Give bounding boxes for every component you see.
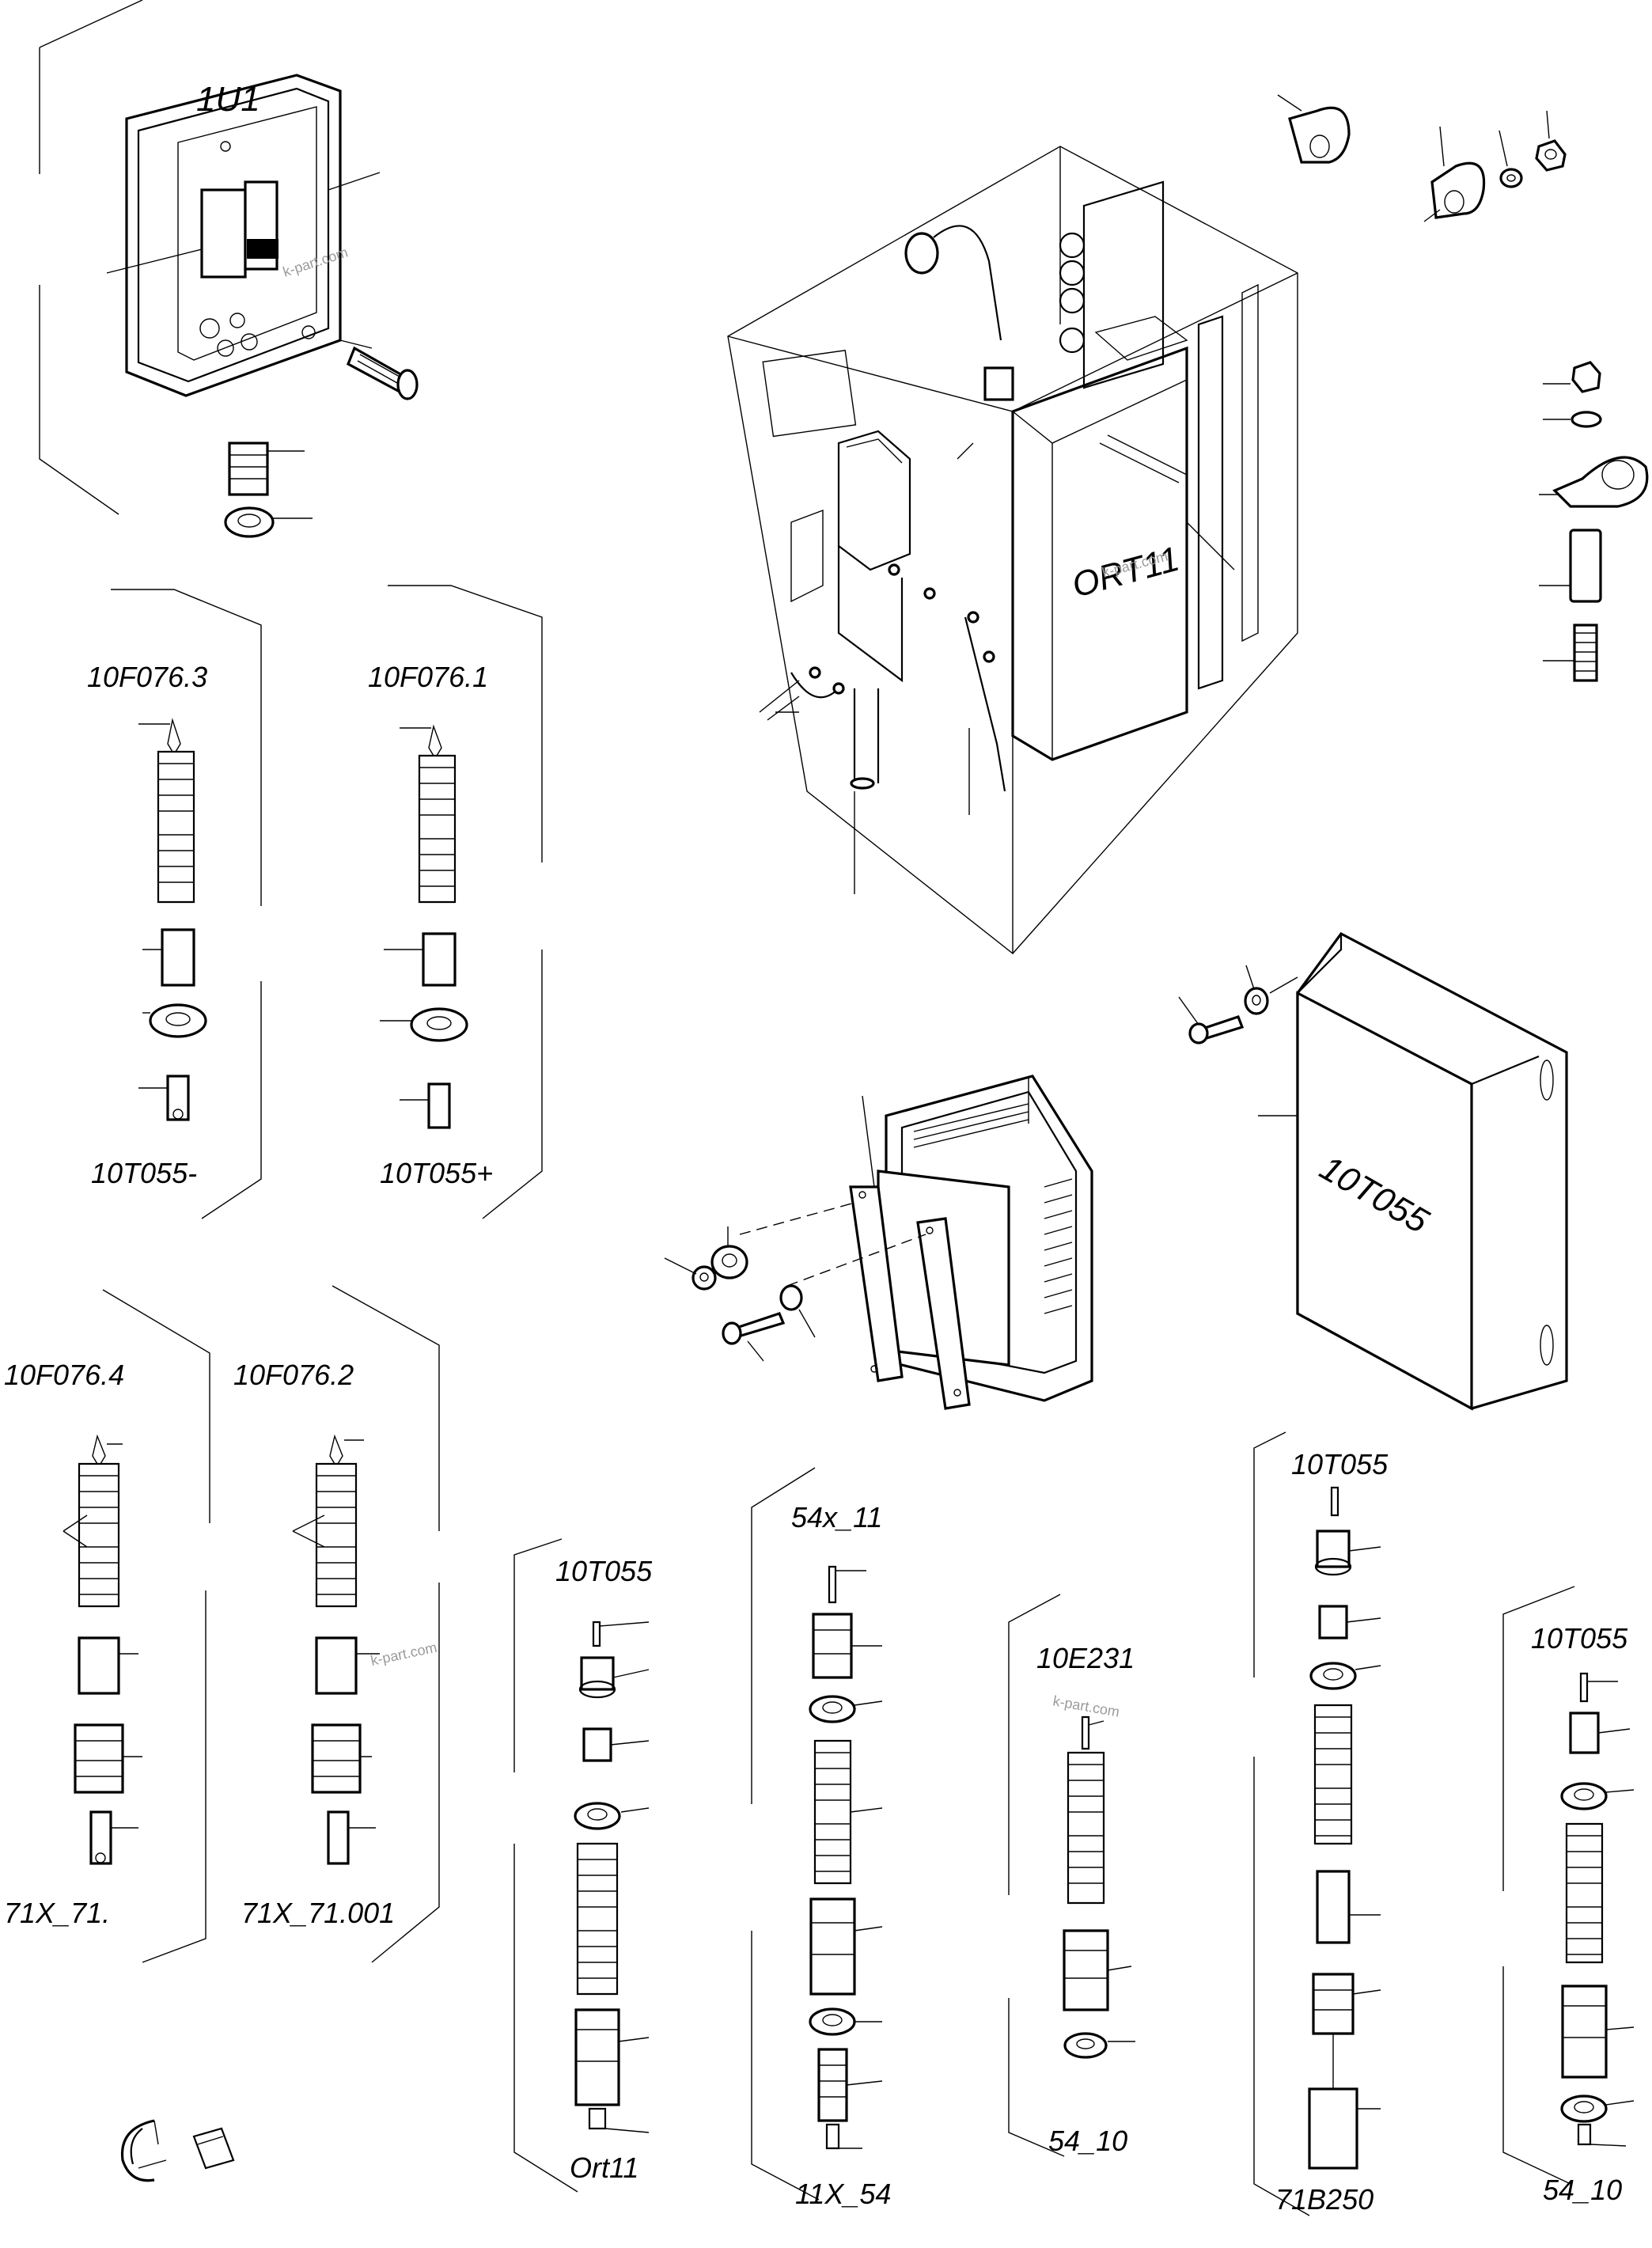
main-unit-10t055: 10T055 [1178,931,1568,1411]
label-term-minus: 10T055- [91,1157,197,1189]
label-1u1: 1U1 [196,80,260,119]
label-g5-top: 10T055 [1531,1622,1628,1655]
cable-clamps [1277,94,1649,682]
label-g3-top: 10E231 [1036,1642,1135,1674]
cable-gland-group-11x54: 54x_11 11X_54 [751,1467,891,2210]
label-fuse-4: 10F076.4 [4,1359,124,1391]
cable-gland-group-10e231: 10E231 k-part.com 54_10 [1008,1594,1135,2157]
label-g5-bottom: 54_10 [1543,2174,1622,2206]
label-g4-bottom: 71B250 [1275,2183,1374,2216]
label-g1-top: 10T055 [555,1555,653,1587]
fuse-assembly-10f076-2: 10F076.2 71X_71.001 k-part.com [233,1285,440,1963]
label-g4-top: 10T055 [1291,1448,1389,1480]
clip-and-tag [120,2119,235,2182]
label-fuse-3: 10F076.3 [87,661,207,693]
cable-gland-group-54-10: 10T055 54_10 [1502,1586,1635,2206]
label-term-plus: 10T055+ [380,1157,493,1189]
fuse-assembly-10f076-3: 10F076.3 10T055- [87,589,262,1219]
fuse-assembly-10f076-1: 10F076.1 10T055+ [368,585,543,1219]
watermark: k-part.com [369,1640,438,1669]
fuse-assembly-10f076-4: 10F076.4 71X_71. [4,1289,210,1963]
watermark: k-part.com [1051,1693,1120,1719]
breaker-box-1u1: 1U1 k-part.com [39,0,419,538]
label-71x-71-001: 71X_71.001 [241,1897,395,1929]
label-71x-71: 71X_71. [4,1897,110,1929]
label-g2-bottom: 11X_54 [795,2178,891,2210]
label-g3-bottom: 54_10 [1048,2125,1127,2157]
label-g1-bottom: Ort11 [570,2151,638,2184]
heatsink-bracket [664,1075,1093,1410]
sensor-group-71b250: 10T055 71B250 [1253,1431,1389,2216]
label-g2-top: 54x_11 [791,1501,882,1533]
cabinet-ort11: ORT11 k-part.com [727,146,1298,954]
label-fuse-1: 10F076.1 [368,661,488,693]
cable-gland-group-ort11: 10T055 Ort11 [513,1538,653,2193]
label-fuse-2: 10F076.2 [233,1359,354,1391]
